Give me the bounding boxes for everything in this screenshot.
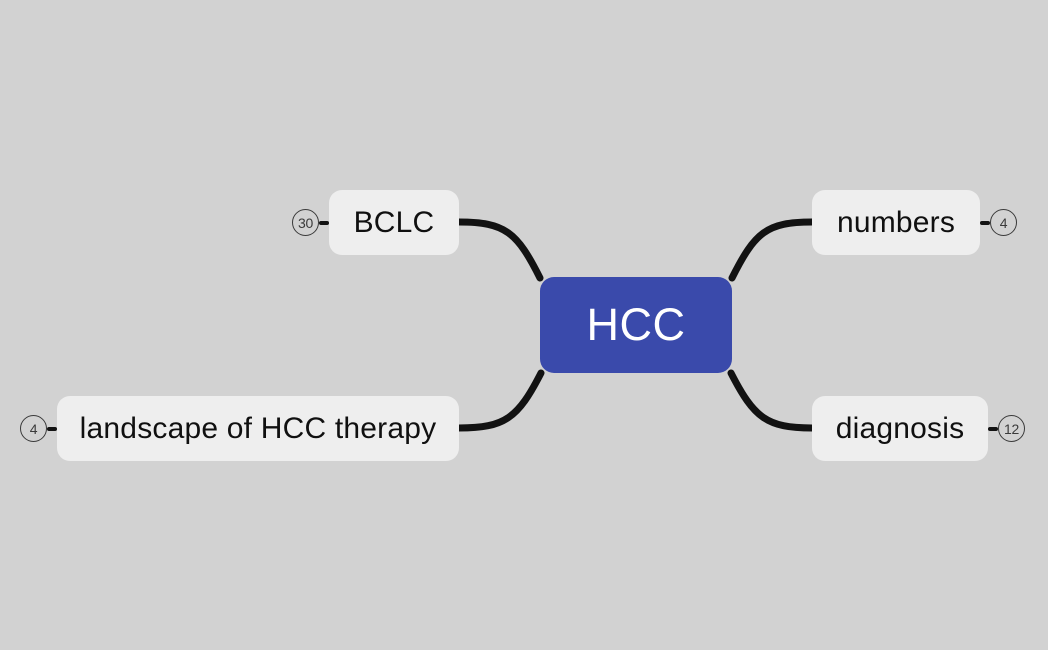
edge-connector — [728, 218, 816, 282]
branch-node-diagnosis[interactable]: diagnosis — [812, 396, 988, 461]
branch-node-bclc[interactable]: BCLC — [329, 190, 459, 255]
child-count-badge-label: 4 — [999, 214, 1008, 231]
branch-node-label: numbers — [836, 205, 956, 239]
branch-node-landscape-of-hcc-therapy[interactable]: landscape of HCC therapy — [57, 396, 459, 461]
branch-node-label: landscape of HCC therapy — [79, 411, 437, 445]
child-count-badge-bclc[interactable]: 30 — [292, 209, 319, 236]
root-node-hcc[interactable]: HCC — [540, 277, 732, 373]
root-node-label: HCC — [586, 299, 686, 350]
branch-node-label: BCLC — [353, 205, 435, 239]
child-count-badge-label: 12 — [1004, 420, 1019, 437]
branch-node-label: diagnosis — [835, 411, 965, 445]
badge-stub — [980, 220, 990, 225]
badge-stub — [988, 426, 998, 431]
child-count-badge-label: 30 — [298, 214, 313, 231]
child-count-badge-landscape-of-hcc-therapy[interactable]: 4 — [20, 415, 47, 442]
edge-connector — [455, 369, 545, 432]
badge-stub — [319, 220, 329, 225]
edge-connector — [455, 218, 544, 282]
child-count-badge-numbers[interactable]: 4 — [990, 209, 1017, 236]
branch-node-numbers[interactable]: numbers — [812, 190, 980, 255]
child-count-badge-label: 4 — [29, 420, 38, 437]
edge-connector — [727, 369, 816, 432]
badge-stub — [47, 426, 57, 431]
child-count-badge-diagnosis[interactable]: 12 — [998, 415, 1025, 442]
